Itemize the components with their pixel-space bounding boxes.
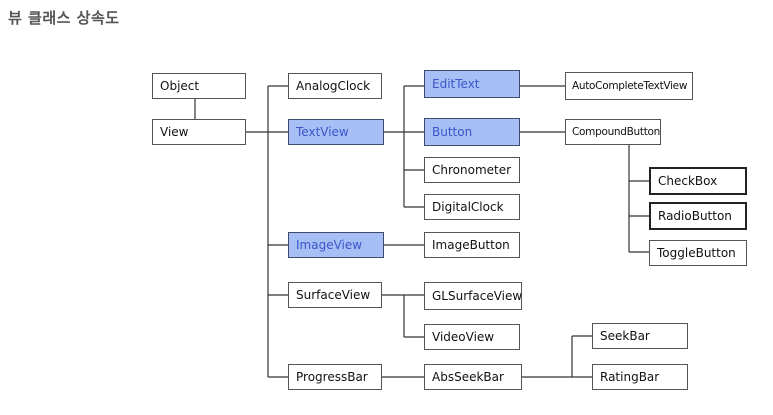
node-progress-bar: ProgressBar: [288, 364, 382, 390]
node-view: View: [152, 119, 246, 145]
node-abs-seek-bar: AbsSeekBar: [424, 364, 522, 390]
class-hierarchy-diagram: Object View AnalogClock TextView ImageVi…: [150, 55, 765, 410]
node-rating-bar: RatingBar: [592, 364, 688, 390]
node-image-button: ImageButton: [424, 232, 520, 258]
node-object: Object: [152, 73, 246, 99]
node-check-box: CheckBox: [649, 167, 747, 195]
node-edit-text: EditText: [424, 70, 520, 98]
node-text-view: TextView: [288, 119, 384, 145]
node-digital-clock: DigitalClock: [424, 194, 520, 220]
connector-lines: [194, 85, 649, 378]
node-toggle-button: ToggleButton: [649, 240, 747, 266]
node-button: Button: [424, 118, 520, 146]
node-surface-view: SurfaceView: [288, 282, 382, 308]
page-title: 뷰 클래스 상속도: [8, 9, 120, 27]
node-seek-bar: SeekBar: [592, 323, 688, 349]
node-compound-button: CompoundButton: [565, 119, 661, 145]
node-auto-complete-text-view: AutoCompleteTextView: [565, 72, 693, 100]
node-radio-button: RadioButton: [649, 202, 747, 230]
node-image-view: ImageView: [288, 232, 384, 258]
node-analog-clock: AnalogClock: [288, 73, 382, 99]
node-chronometer: Chronometer: [424, 157, 520, 183]
node-gl-surface-view: GLSurfaceView: [424, 282, 522, 310]
node-video-view: VideoView: [424, 324, 520, 350]
